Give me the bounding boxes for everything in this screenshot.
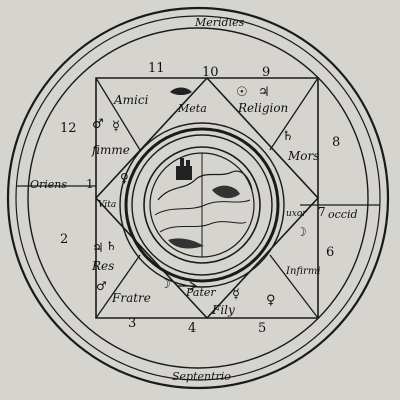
mercury-icon-2: ☿ bbox=[232, 287, 240, 302]
diagonal-ne bbox=[269, 77, 319, 151]
venus-icon: ♀ bbox=[120, 171, 129, 185]
meta-label: Meta bbox=[177, 102, 207, 115]
religion-label: Religion bbox=[237, 101, 288, 115]
mars-icon-2: ♂ bbox=[96, 279, 107, 293]
house-number-1: 1 bbox=[86, 177, 94, 191]
diagonal-sw bbox=[95, 254, 141, 319]
outer-circle bbox=[6, 6, 390, 390]
center-ring-1 bbox=[119, 122, 285, 288]
outer-circle-inner bbox=[15, 15, 381, 381]
septentrio-label: Septentrio bbox=[172, 370, 231, 383]
infirmi-label: Infirmi bbox=[285, 266, 321, 277]
pater-label: Pater bbox=[185, 286, 216, 299]
house-number-2: 2 bbox=[60, 232, 68, 247]
oriens-label: Oriens bbox=[30, 178, 67, 191]
jupiter-icon-2: ♃ bbox=[92, 241, 104, 256]
globe-landscape bbox=[154, 153, 253, 257]
house-number-9: 9 bbox=[262, 65, 270, 80]
center-ring-4 bbox=[143, 146, 261, 264]
center-ring-3 bbox=[131, 134, 273, 276]
occid-label: occid bbox=[328, 208, 358, 221]
moon-icon: ☽ bbox=[296, 225, 307, 239]
house-number-11: 11 bbox=[148, 61, 165, 76]
meridies-label: Meridies bbox=[194, 16, 245, 29]
sun-icon: ☉ bbox=[236, 85, 248, 100]
house-number-5: 5 bbox=[258, 321, 266, 336]
fratre-label: Fratre bbox=[111, 291, 151, 305]
uxor-label: uxor bbox=[286, 209, 307, 219]
house-number-10: 10 bbox=[202, 65, 219, 80]
mors-label: Mors bbox=[287, 149, 319, 163]
castle-icon bbox=[176, 166, 192, 180]
house-number-8: 8 bbox=[332, 135, 340, 150]
mercury-icon: ☿ bbox=[112, 119, 120, 134]
inner-diamond bbox=[94, 76, 320, 320]
house-number-7: 7 bbox=[318, 205, 326, 219]
house-number-12: 12 bbox=[60, 121, 77, 136]
zodiac-circle bbox=[27, 27, 369, 369]
fily-label: Fily bbox=[211, 303, 235, 317]
diagonal-se bbox=[269, 254, 319, 319]
res-label: Res bbox=[91, 259, 114, 273]
vita-label: Vita bbox=[98, 200, 116, 210]
amici-label: Amici bbox=[113, 93, 149, 107]
fimme-label: fimme bbox=[91, 143, 130, 157]
center-ring-2 bbox=[124, 127, 280, 283]
arrow-ornament bbox=[178, 281, 198, 291]
saturn-icon: ♄ bbox=[282, 129, 294, 144]
comet-ornament bbox=[170, 87, 192, 95]
house-number-6: 6 bbox=[326, 245, 334, 260]
venus-icon-2: ♀ bbox=[266, 293, 276, 308]
moon-icon-2: ☽ bbox=[160, 277, 171, 291]
house-number-3: 3 bbox=[128, 316, 136, 331]
jupiter-icon: ♃ bbox=[258, 85, 270, 100]
house-number-4: 4 bbox=[188, 321, 196, 336]
diagonal-nw bbox=[95, 77, 141, 151]
saturn-icon-2: ♄ bbox=[106, 239, 117, 253]
mars-icon: ♂ bbox=[92, 117, 104, 132]
